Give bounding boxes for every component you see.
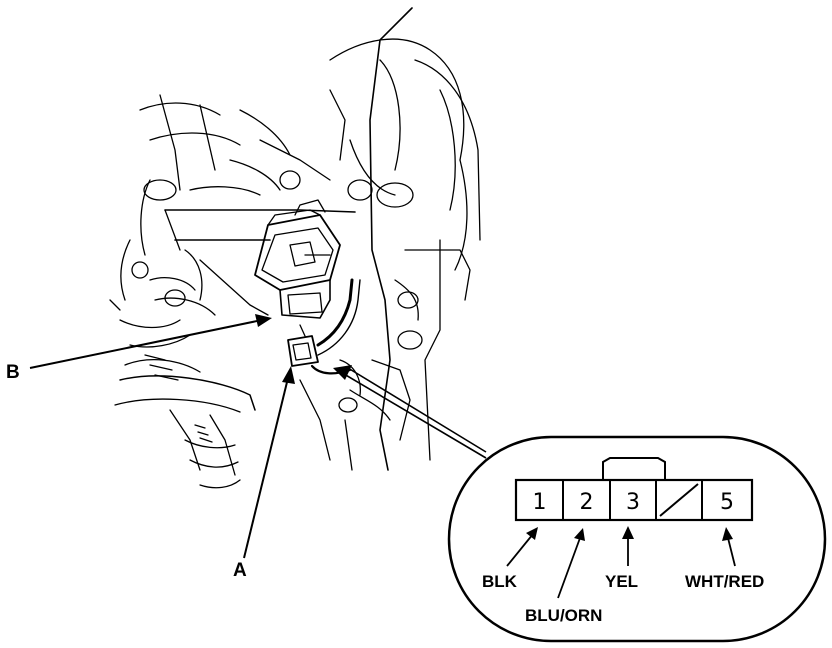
pin-number-2: 2 [580, 490, 594, 515]
arrowhead-connector [333, 365, 352, 380]
engine-line-art [109, 7, 481, 489]
wire-label-yel: YEL [605, 572, 638, 591]
leader-b [29, 319, 263, 369]
empty-cavity-slash [659, 483, 699, 517]
arrowhead-a [282, 366, 295, 384]
wire-label-wht-red: WHT/RED [685, 572, 764, 591]
wire-arrows [506, 526, 736, 599]
pin-number-1: 1 [533, 490, 547, 515]
connector-face: 1 2 3 5 [514, 457, 754, 522]
connector-detail-bubble: 1 2 3 5 BLK BLU/ORN YEL WHT/RED [447, 435, 827, 643]
wire-label-blk: BLK [482, 572, 518, 591]
arrowhead-b [255, 314, 272, 327]
callout-label-b: B [6, 362, 20, 383]
pin-number-3: 3 [626, 490, 640, 515]
leader-a [243, 377, 289, 559]
leader-connector [343, 373, 487, 459]
pin-number-5: 5 [720, 490, 734, 515]
leader-lines [29, 314, 487, 559]
callout-label-a: A [233, 560, 247, 581]
wire-label-blu-orn: BLU/ORN [525, 606, 602, 625]
